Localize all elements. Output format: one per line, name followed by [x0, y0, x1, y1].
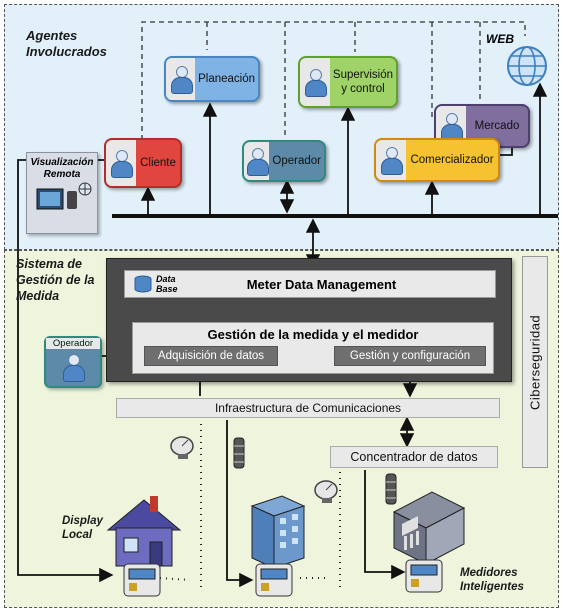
satellite-dish-icon	[314, 480, 338, 503]
adquisicion-datos[interactable]: Adquisición de datos	[144, 346, 278, 366]
agent-cliente[interactable]: Cliente	[104, 138, 182, 188]
satellite-dish-icon	[170, 436, 194, 459]
agent-planeacion-label: Planeación	[198, 73, 255, 85]
agent-supervision[interactable]: Supervisión y control	[298, 56, 398, 108]
medidores-label: Medidores Inteligentes	[460, 567, 524, 593]
smart-meter-icon	[405, 559, 443, 593]
monitor-icon	[36, 182, 92, 210]
smart-meter-icon	[255, 563, 293, 597]
agent-mercado-label: Mercado	[474, 120, 520, 132]
infraestructura-bar: Infraestructura de Comunicaciones	[116, 398, 500, 418]
remote-visualization-label: Visualización Remota	[30, 157, 94, 180]
agent-supervision-label: Supervisión y control	[332, 69, 393, 95]
database-label: Data Base	[156, 274, 178, 294]
concentrador-box: Concentrador de datos	[330, 446, 498, 468]
person-icon	[376, 140, 406, 180]
agents-zone-title: Agentes Involucrados	[26, 28, 107, 59]
agent-comercializador-label: Comercializador	[410, 154, 494, 166]
system-operador-label: Operador	[46, 338, 100, 349]
bank-icon	[392, 491, 466, 565]
building-icon	[250, 495, 306, 569]
remote-visualization: Visualización Remota	[26, 152, 98, 234]
person-icon	[244, 142, 270, 180]
mdm-title: Meter Data Management	[246, 276, 397, 292]
display-local-label: Display Local	[62, 515, 103, 541]
agent-cliente-label: Cliente	[140, 157, 176, 169]
mdm-header: Data Base Meter Data Management	[124, 270, 496, 298]
person-icon	[300, 58, 330, 106]
gestion-title: Gestión de la medida y el medidor	[207, 327, 419, 342]
database-icon	[134, 275, 152, 293]
agent-operador-label: Operador	[272, 155, 321, 167]
smart-meter-icon	[123, 563, 161, 597]
system-zone-title: Sistema de Gestión de la Medida	[16, 257, 95, 303]
web-label: WEB	[486, 32, 514, 46]
person-icon	[106, 140, 136, 186]
ciberseguridad-bar: Ciberseguridad	[522, 256, 548, 468]
agent-planeacion[interactable]: Planeación	[164, 56, 260, 102]
globe-icon	[507, 46, 547, 86]
gestion-configuracion[interactable]: Gestión y configuración	[334, 346, 486, 366]
person-icon	[46, 353, 100, 382]
agent-comercializador[interactable]: Comercializador	[374, 138, 500, 182]
person-icon	[166, 58, 196, 100]
house-icon	[106, 496, 182, 567]
system-operador[interactable]: Operador	[44, 336, 102, 388]
antenna-icon	[233, 437, 245, 469]
agent-operador[interactable]: Operador	[242, 140, 326, 182]
antenna-icon	[385, 473, 397, 505]
